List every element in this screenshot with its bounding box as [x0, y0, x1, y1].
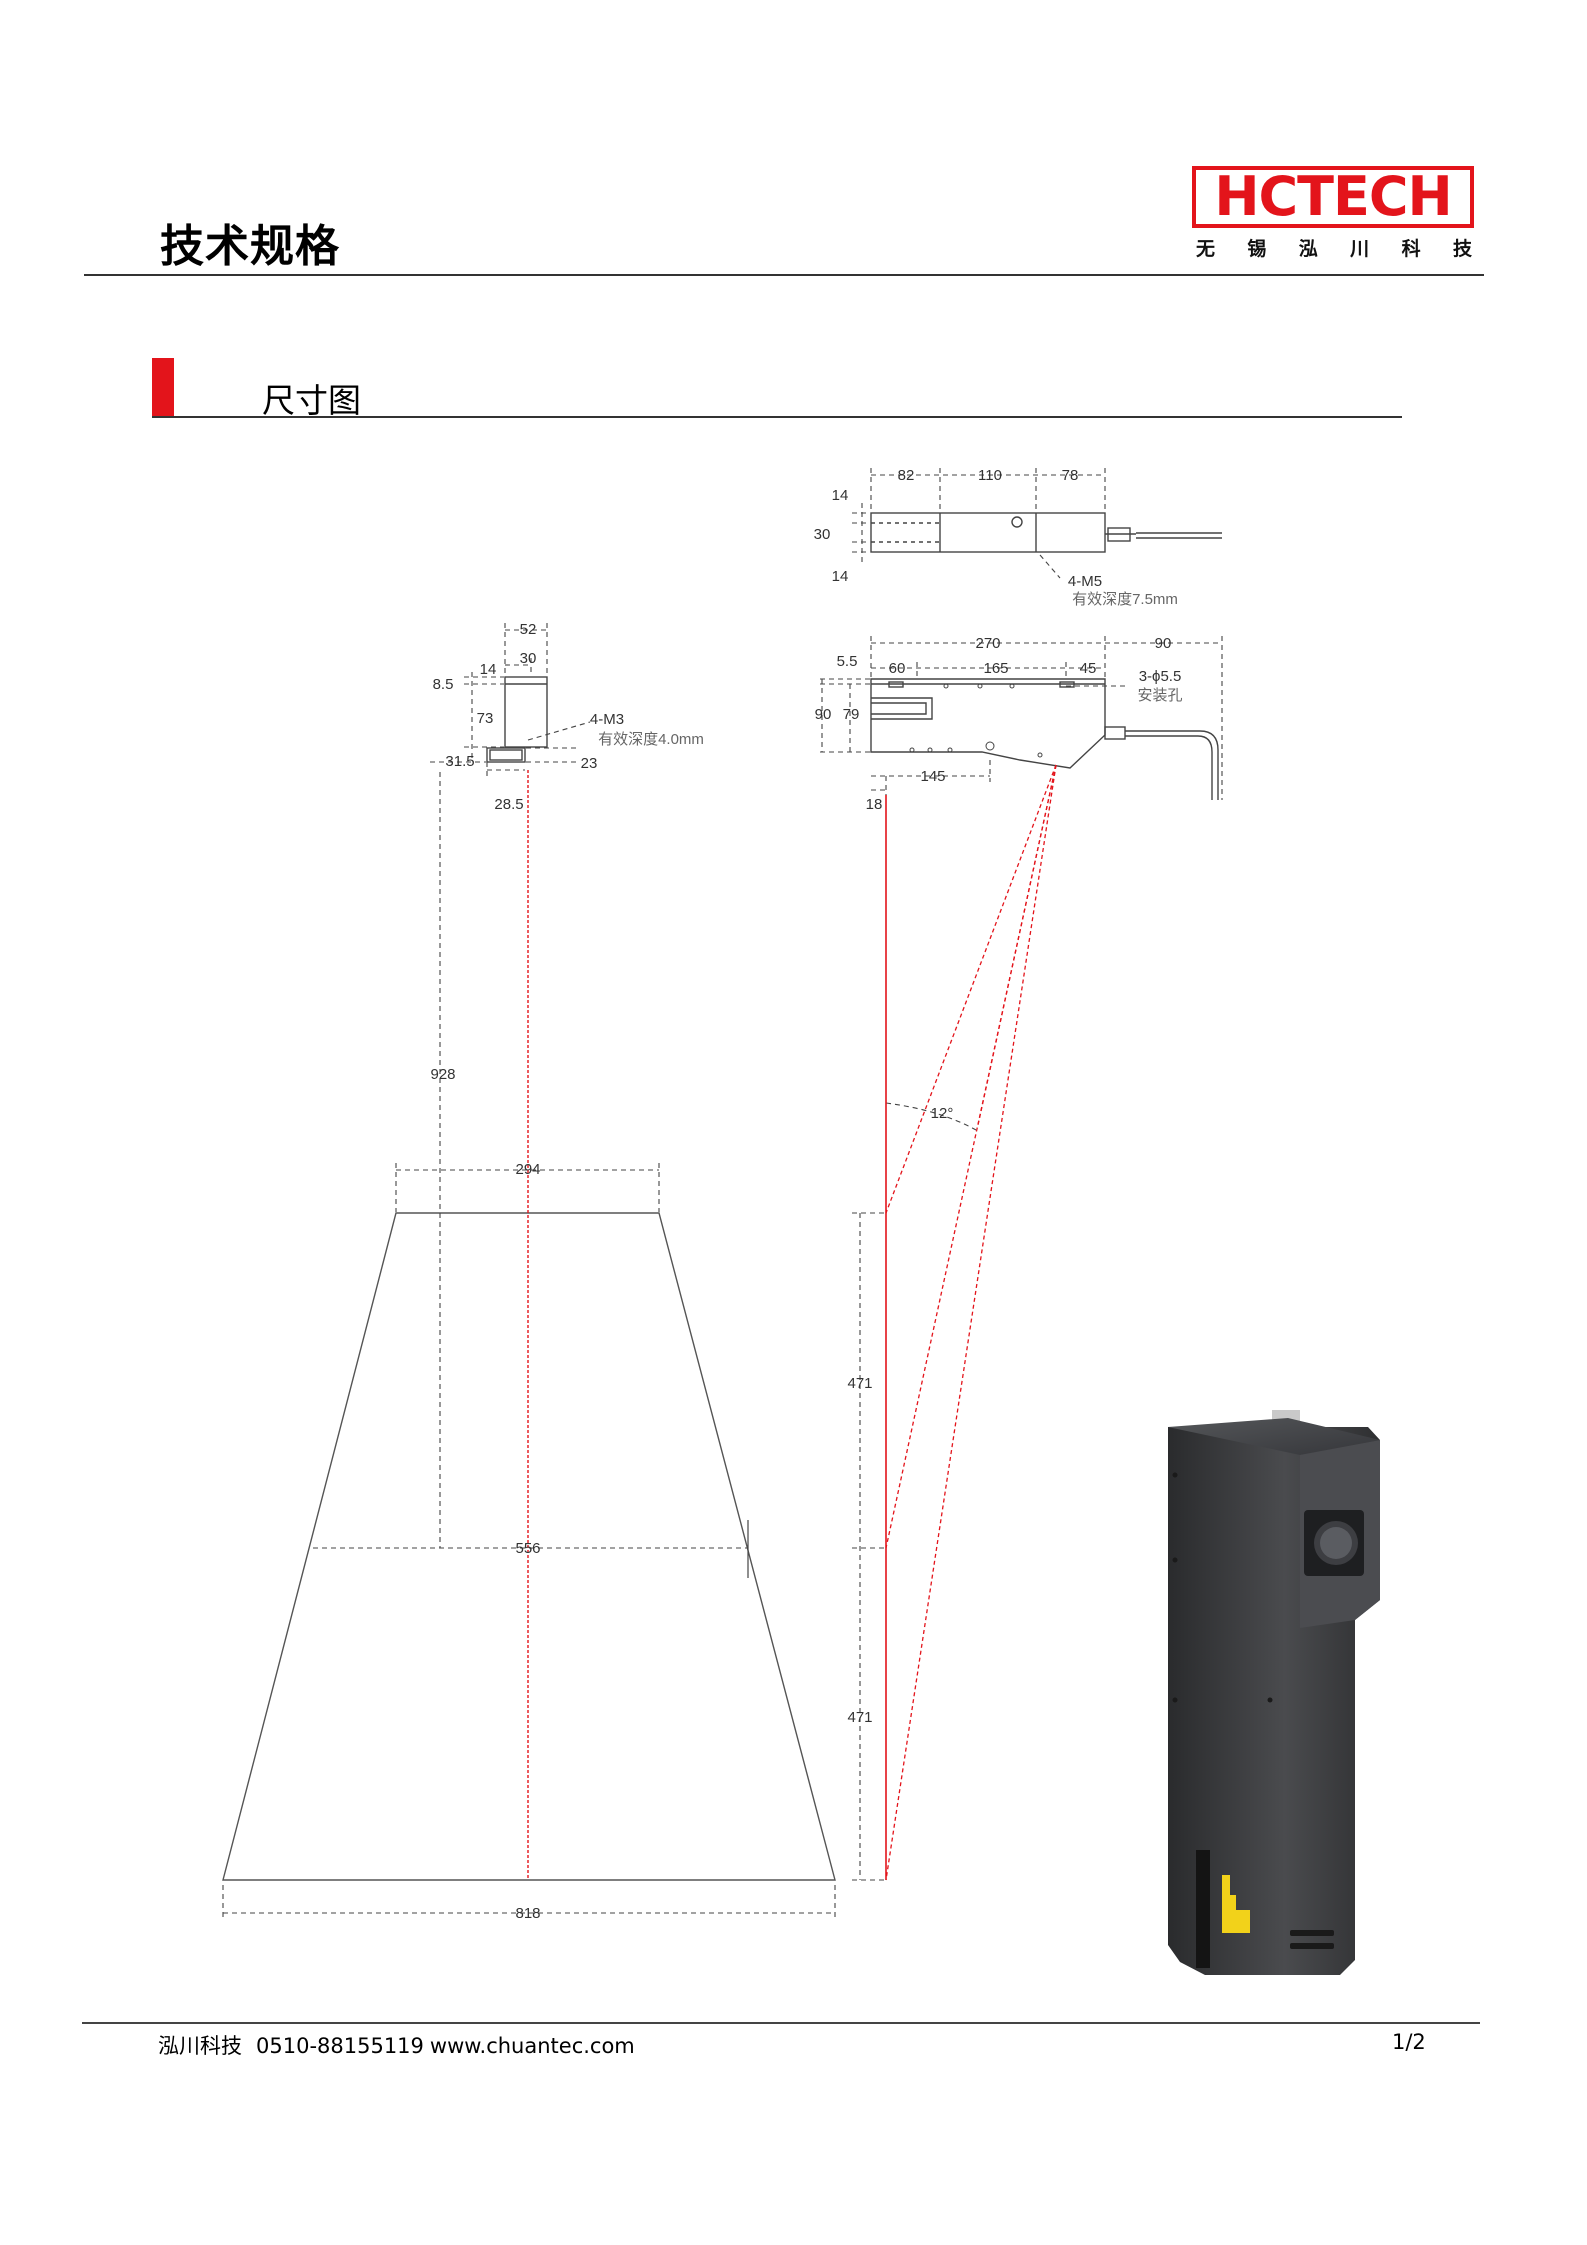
footer-divider [82, 2022, 1480, 2024]
note-label: 安装孔 [1137, 687, 1182, 704]
section-marker [152, 358, 174, 418]
dim-label: 31.5 [445, 753, 474, 770]
note-label: 有效深度7.5mm [1072, 591, 1178, 608]
note-label: 4-M3 [590, 711, 624, 728]
dim-label: 818 [515, 1905, 540, 1922]
logo-char: 无 [1196, 238, 1216, 260]
note-label: 4-M5 [1068, 573, 1102, 590]
section-divider [152, 416, 1402, 418]
page-number: 1/2 [1392, 2030, 1426, 2054]
angle-label: 12° [931, 1105, 954, 1122]
dim-label: 471 [847, 1375, 872, 1392]
logo-char: 川 [1350, 238, 1370, 260]
dim-label: 556 [515, 1540, 540, 1557]
logo-char: 锡 [1247, 238, 1267, 260]
dim-label: 73 [477, 710, 494, 727]
note-label: 有效深度4.0mm [598, 731, 704, 748]
company-logo: HCTECH 无 锡 泓 川 科 技 [1192, 166, 1482, 262]
logo-subtitle: 无 锡 泓 川 科 技 [1196, 234, 1472, 261]
dim-label: 52 [520, 621, 537, 638]
header-divider [84, 274, 1484, 276]
dim-label: 5.5 [837, 653, 858, 670]
dim-label: 145 [920, 768, 945, 785]
dim-label: 90 [815, 706, 832, 723]
logo-char: 科 [1401, 238, 1421, 260]
dim-label: 79 [843, 706, 860, 723]
footer-phone: 0510-88155119 [256, 2034, 424, 2058]
product-render [1168, 1410, 1380, 1975]
logo-wordmark: HCTECH [1214, 165, 1452, 228]
field-of-view [222, 772, 836, 1920]
dim-label: 18 [866, 796, 883, 813]
dim-label: 8.5 [433, 676, 454, 693]
dim-label: 110 [978, 467, 1002, 484]
laser-beam [527, 764, 1057, 1881]
dim-label: 23 [581, 755, 598, 772]
dim-label: 60 [889, 660, 906, 677]
footer-website: www.chuantec.com [429, 2034, 635, 2058]
dim-label: 14 [832, 487, 849, 504]
dim-label: 14 [832, 568, 849, 585]
dim-label: 30 [520, 650, 537, 667]
logo-frame [1192, 166, 1474, 228]
section-title: 尺寸图 [262, 381, 361, 420]
footer-company: 泓川科技 [158, 2034, 242, 2058]
depth-dimension [852, 1102, 977, 1881]
logo-char: 技 [1452, 238, 1472, 260]
dim-label: 471 [847, 1709, 872, 1726]
logo-char: 泓 [1298, 238, 1318, 260]
dim-label: 82 [898, 467, 915, 484]
dim-label: 30 [814, 526, 831, 543]
dim-label: 28.5 [494, 796, 523, 813]
dim-label: 14 [480, 661, 497, 678]
front-view [430, 623, 591, 776]
top-view [852, 468, 1222, 579]
side-view [820, 636, 1223, 800]
dim-label: 90 [1155, 635, 1172, 652]
dim-label: 165 [983, 660, 1008, 677]
dim-label: 294 [515, 1161, 540, 1178]
page-title: 技术规格 [160, 221, 340, 272]
note-label: 3-ϕ5.5 [1139, 668, 1182, 685]
dim-label: 270 [975, 635, 1000, 652]
dim-label: 78 [1062, 467, 1079, 484]
dim-label: 928 [430, 1066, 455, 1083]
dim-label: 45 [1080, 660, 1097, 677]
